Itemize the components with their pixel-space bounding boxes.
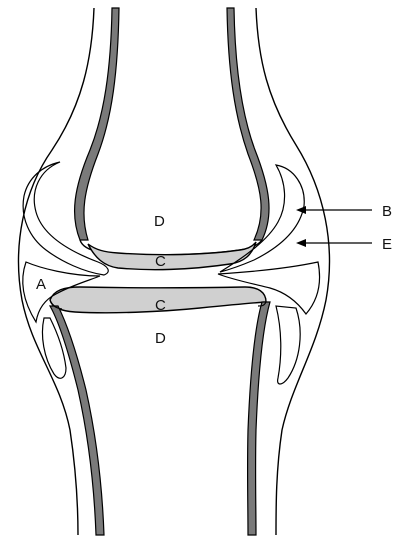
label-a: A — [36, 276, 46, 293]
label-e: E — [382, 236, 392, 253]
arrow-e — [296, 239, 372, 247]
label-c-upper: C — [155, 253, 166, 270]
synovial-fold-right-lower — [275, 305, 301, 385]
label-b: B — [382, 203, 392, 220]
lower-bone-cortex-left — [48, 305, 105, 536]
lower-bone-cortex-right — [246, 301, 271, 536]
synovial-fold-left-lower — [41, 317, 67, 379]
arrow-b — [296, 206, 372, 214]
meniscus-left — [22, 261, 101, 324]
label-c-lower: C — [155, 297, 166, 314]
label-d-upper: D — [154, 213, 165, 230]
upper-bone-cortex-left — [73, 7, 120, 241]
meniscus-right — [217, 261, 321, 315]
label-d-lower: D — [155, 330, 166, 347]
lower-bone-end — [49, 299, 267, 310]
synovial-fold-right-upper — [219, 164, 305, 273]
synovial-fold-left-upper — [22, 161, 109, 276]
upper-bone-cortex-right — [226, 7, 270, 241]
outer-contour-right — [255, 7, 331, 536]
outer-contour-left — [17, 7, 95, 536]
upper-cartilage — [87, 241, 257, 271]
